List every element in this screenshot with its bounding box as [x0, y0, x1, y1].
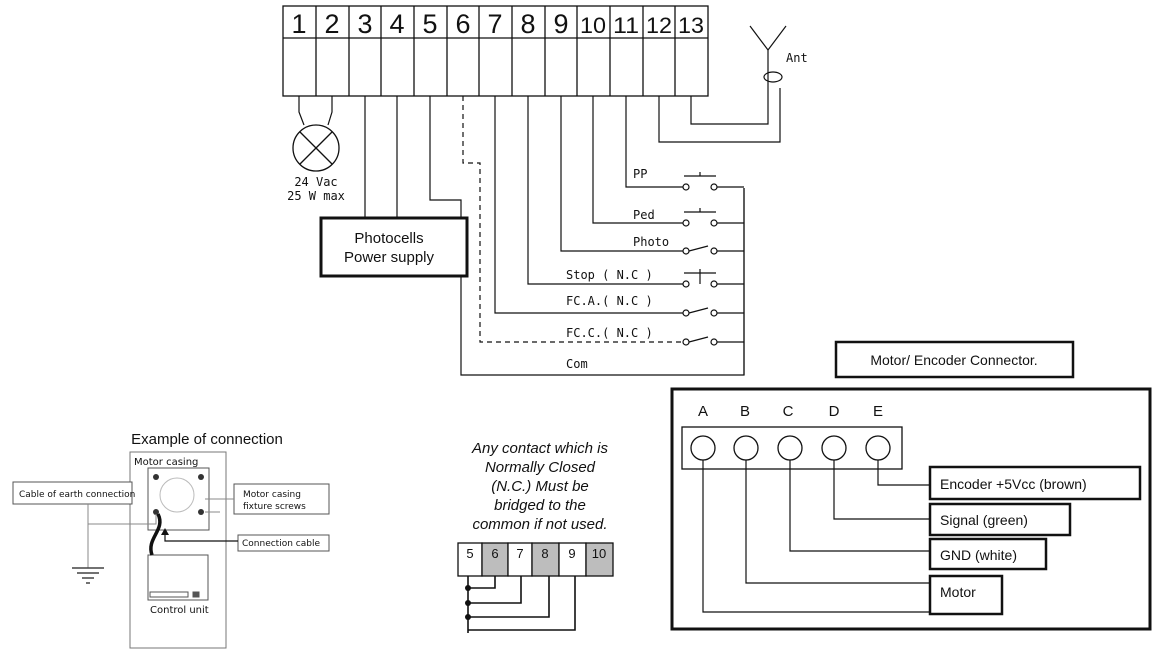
bridge-junctions	[465, 585, 471, 620]
terminal-number-2: 2	[324, 9, 339, 39]
contact-symbols	[682, 172, 718, 346]
nc-note-line4: bridged to the	[494, 497, 586, 514]
gnd-label: GND (white)	[940, 547, 1017, 563]
bridge-cell-10: 10	[592, 546, 606, 561]
earth-callout-boxes	[12, 481, 330, 552]
bridge-terminal-strip	[457, 542, 614, 577]
connection-cable-label: Connection cable	[242, 539, 320, 549]
encoder-label: Encoder +5Vcc (brown)	[940, 476, 1087, 492]
connector-socket	[681, 426, 903, 470]
bridge-cell-9: 9	[568, 546, 575, 561]
nc-note-line1: Any contact which is	[471, 440, 608, 457]
antenna-icon	[749, 25, 787, 83]
lamp-icon	[292, 124, 340, 172]
label-fca: FC.A.( N.C )	[566, 294, 653, 308]
terminal-number-12: 12	[646, 13, 672, 38]
label-fcc: FC.C.( N.C )	[566, 326, 653, 340]
gnd-label-box	[928, 537, 1048, 571]
label-pp: PP	[633, 167, 647, 181]
earth-example-title: Example of connection	[131, 431, 283, 448]
bridge-cell-6: 6	[491, 546, 498, 561]
bridge-cell-5: 5	[466, 546, 473, 561]
nc-note-line3: (N.C.) Must be	[491, 478, 589, 495]
connector-pin-letters: A B C D E	[698, 403, 883, 420]
control-unit	[147, 554, 209, 601]
terminal-number-7: 7	[487, 9, 502, 39]
connection-cable-pointer	[164, 531, 238, 542]
terminal-number-5: 5	[422, 9, 437, 39]
photocells-box	[319, 216, 469, 278]
lamp-voltage: 24 Vac	[294, 175, 337, 189]
pin-letter-d: D	[829, 403, 840, 420]
input-labels: PP Ped Photo Stop ( N.C ) FC.A.( N.C ) F…	[566, 167, 669, 371]
connector-frame	[670, 387, 1152, 631]
bridge-cell-8: 8	[541, 546, 548, 561]
signal-label: Signal (green)	[940, 512, 1028, 528]
motor-casing	[129, 451, 227, 649]
label-com: Com	[566, 357, 588, 371]
control-unit-label: Control unit	[150, 605, 209, 616]
terminal-number-13: 13	[678, 13, 704, 38]
connector-title: Motor/ Encoder Connector.	[870, 352, 1037, 368]
pin-letter-e: E	[873, 403, 883, 420]
fixture-screws	[153, 474, 204, 515]
terminal-number-6: 6	[455, 9, 470, 39]
bridge-numbers: 5 6 7 8 9 10	[466, 546, 606, 561]
screws-label-line2: fixture screws	[243, 502, 306, 512]
label-ped: Ped	[633, 208, 655, 222]
terminal-number-8: 8	[520, 9, 535, 39]
nc-note: Any contact which is Normally Closed (N.…	[471, 440, 608, 533]
bridge-cell-7: 7	[516, 546, 523, 561]
motor-label: Motor	[940, 584, 976, 600]
motor-label-box	[928, 574, 1004, 616]
connector-wires	[702, 460, 930, 613]
terminal-numbers: 1 2 3 4 5 6 7 8 9 10 11 12 13	[291, 9, 704, 39]
photocells-line1: Photocells	[354, 230, 423, 247]
connector-label-boxes	[928, 465, 1142, 616]
signal-label-box	[928, 502, 1072, 537]
terminal-number-9: 9	[553, 9, 568, 39]
nc-note-line5: common if not used.	[472, 516, 607, 533]
motor-casing-label: Motor casing	[134, 457, 198, 468]
photocells-line2: Power supply	[344, 249, 435, 266]
lamp-rating: 24 Vac 25 W max	[287, 175, 345, 203]
terminal-number-10: 10	[580, 13, 606, 38]
label-stop: Stop ( N.C )	[566, 268, 653, 282]
connection-cable-arrow-icon	[161, 528, 169, 535]
terminal-number-11: 11	[613, 13, 639, 38]
earth-callout-labels: Cable of earth connection Motor casing f…	[19, 490, 320, 549]
label-photo: Photo	[633, 235, 669, 249]
screws-label-line1: Motor casing	[243, 490, 301, 500]
photocells-text: Photocells Power supply	[344, 230, 435, 266]
terminal-number-1: 1	[291, 9, 306, 39]
earth-wiring	[87, 498, 234, 568]
connector-labels: Encoder +5Vcc (brown) Signal (green) GND…	[940, 476, 1087, 600]
pin-letter-b: B	[740, 403, 750, 420]
terminal-number-3: 3	[357, 9, 372, 39]
connection-cable-icon	[149, 513, 162, 556]
pin-letter-a: A	[698, 403, 708, 420]
bridge-wires	[467, 576, 576, 633]
ground-symbol-icon	[72, 567, 104, 584]
antenna-label: Ant	[786, 51, 808, 65]
connector-title-box	[834, 340, 1075, 379]
lamp-power: 25 W max	[287, 189, 345, 203]
terminal-wires	[298, 82, 781, 376]
nc-note-line2: Normally Closed	[485, 459, 596, 476]
earth-cable-label: Cable of earth connection	[19, 490, 135, 500]
pin-letter-c: C	[783, 403, 794, 420]
terminal-number-4: 4	[389, 9, 404, 39]
encoder-label-box	[928, 465, 1142, 501]
